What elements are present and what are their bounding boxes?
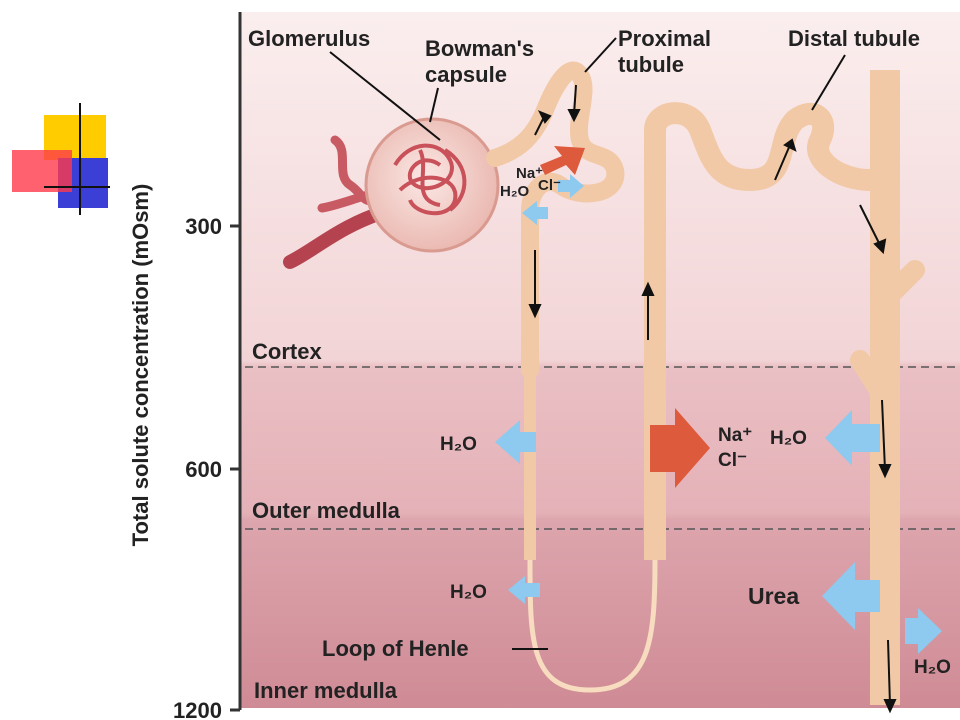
bowmans-capsule-leader [429,87,439,123]
collecting-water-label: H₂O [770,428,807,449]
y-axis-title: Total solute concentration (mOsm) [128,184,153,547]
inner-water-arrow-icon [508,576,540,604]
urea-label: Urea [748,583,799,609]
inner-collecting-water-arrow-icon [905,608,942,654]
proximal-tubule-label-line2: tubule [618,52,684,77]
outer-medulla-label: Outer medulla [252,498,401,523]
bowmans-capsule-shape [364,117,500,253]
proximal-chloride-label: Cl⁻ [538,177,561,194]
bowmans-capsule-label-line2: capsule [425,62,507,87]
descending-water-label: H₂O [440,434,477,455]
distal-tubule-leader [811,54,846,111]
proximal-water-arrow-icon-left [522,201,548,225]
ascending-chloride-label: Cl⁻ [718,450,747,471]
distal-tubule-label: Distal tubule [788,26,920,51]
proximal-water-label: H₂O [500,183,529,200]
y-tick-label-1200: 1200 [173,698,222,720]
proximal-tubule-label-line1: Proximal [618,26,711,51]
cortex-label: Cortex [252,339,322,364]
proximal-salt-arrow-icon [540,146,585,175]
y-tick-label-300: 300 [185,214,222,239]
collecting-duct-branch [875,260,925,310]
descending-water-arrow-icon [495,420,536,464]
bowmans-capsule-label-line1: Bowman's [425,36,534,61]
glomerulus-capillaries [393,143,467,216]
inner-collecting-water-label: H₂O [914,657,951,678]
ascending-salt-arrow-icon [650,408,710,488]
loop-of-henle-thin [527,559,658,693]
flow-arrows [528,84,897,714]
collecting-water-arrow-icon [825,410,880,466]
proximal-tubule-leader [584,37,617,73]
proximal-water-arrow-icon-right [558,174,584,198]
ascending-sodium-label: Na⁺ [718,425,752,446]
loop-of-henle-label: Loop of Henle [322,636,469,661]
slide-bullet-icon [12,103,110,215]
inner-water-label: H₂O [450,582,487,603]
urea-arrow-icon [822,562,880,630]
proximal-sodium-label: Na⁺ [516,165,543,182]
y-tick-label-600: 600 [185,457,222,482]
inner-medulla-label: Inner medulla [254,678,398,703]
glomerulus-label: Glomerulus [248,26,370,51]
collecting-duct-branch-2 [850,350,895,410]
glomerulus-leader [329,51,441,141]
ascending-limb [644,102,871,560]
